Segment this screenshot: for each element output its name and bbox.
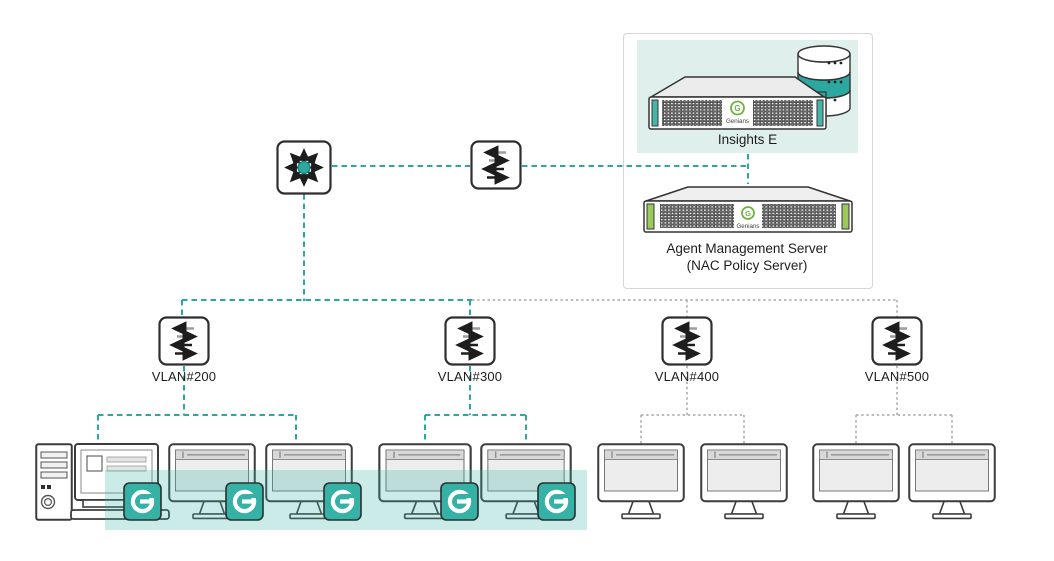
vlan-switch-icon bbox=[661, 316, 713, 366]
ams-sublabel: (NAC Policy Server) bbox=[686, 258, 808, 273]
tower-pc-icon bbox=[35, 443, 73, 521]
genians-agent-badge bbox=[323, 482, 362, 521]
svg-text:Genians: Genians bbox=[736, 223, 759, 230]
ams-server-icon: G Genians bbox=[642, 183, 854, 235]
monitor-icon bbox=[812, 443, 900, 520]
genians-agent-badge bbox=[537, 482, 576, 521]
monitor-icon bbox=[700, 443, 788, 520]
genians-agent-badge bbox=[440, 482, 479, 521]
vlan-label: VLAN#500 bbox=[864, 369, 930, 384]
vlan-switch-icon bbox=[871, 316, 923, 366]
monitor-icon bbox=[908, 443, 996, 520]
genians-agent-badge bbox=[225, 482, 264, 521]
core-router-icon bbox=[276, 140, 332, 195]
insights-server-icon: G Genians bbox=[645, 70, 830, 136]
monitor-icon bbox=[597, 443, 685, 520]
svg-text:G: G bbox=[745, 209, 751, 218]
vlan-switch-icon bbox=[444, 316, 496, 366]
insights-label: Insights E bbox=[717, 132, 778, 147]
ams-label: Agent Management Server bbox=[666, 241, 828, 256]
svg-text:G: G bbox=[734, 104, 740, 113]
workstation-icon bbox=[70, 443, 172, 520]
svg-text:Genians: Genians bbox=[726, 118, 749, 125]
vlan-label: VLAN#400 bbox=[654, 369, 720, 384]
vlan-label: VLAN#300 bbox=[437, 369, 503, 384]
genians-agent-badge bbox=[123, 482, 162, 521]
vlan-switch-icon bbox=[158, 316, 210, 366]
monitor-icon bbox=[168, 443, 256, 520]
distribution-switch-icon bbox=[470, 140, 522, 190]
vlan-label: VLAN#200 bbox=[151, 369, 217, 384]
